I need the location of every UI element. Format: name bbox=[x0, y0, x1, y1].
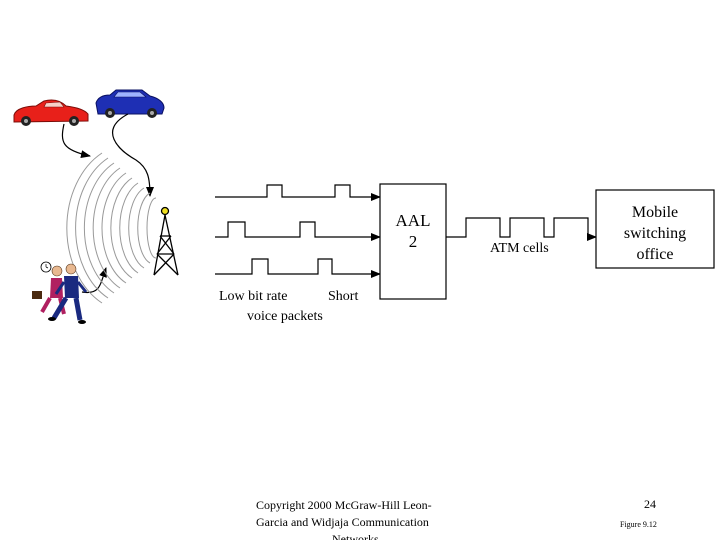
msc-block bbox=[595, 189, 715, 269]
packet-stream-1 bbox=[215, 184, 381, 201]
aal2-label-line1: AAL bbox=[395, 211, 431, 230]
short-label: Short bbox=[328, 289, 359, 304]
figure-label: Figure 9.12 bbox=[620, 520, 657, 529]
aal2-block bbox=[379, 183, 447, 300]
msc-label: Mobile switching office bbox=[596, 202, 714, 265]
msc-label-line2: switching bbox=[623, 225, 687, 242]
packet-stream-3 bbox=[215, 258, 381, 278]
voice-packets-label: voice packets bbox=[247, 309, 323, 324]
arrow-blue-car bbox=[112, 113, 154, 197]
atm-cells-stream bbox=[446, 217, 597, 241]
low-bit-rate-label: Low bit rate bbox=[219, 289, 288, 304]
running-people-icon bbox=[32, 261, 88, 324]
msc-label-line1: Mobile bbox=[631, 204, 679, 221]
msc-label-line3: office bbox=[636, 246, 674, 263]
radio-waves-icon bbox=[66, 152, 157, 304]
cell-tower-icon bbox=[153, 206, 179, 276]
blue-car-icon bbox=[95, 89, 165, 118]
copyright-line1: Copyright 2000 McGraw-Hill Leon- bbox=[256, 498, 432, 512]
aal2-label: AAL 2 bbox=[380, 210, 446, 252]
aal2-label-line2: 2 bbox=[408, 232, 418, 251]
copyright-line2: Garcia and Widjaja Communication bbox=[256, 515, 429, 529]
red-car-icon bbox=[13, 99, 89, 126]
copyright-line3: Networks bbox=[332, 532, 379, 540]
atm-cells-label: ATM cells bbox=[490, 241, 549, 256]
page-number: 24 bbox=[644, 497, 656, 511]
arrow-red-car bbox=[61, 123, 91, 159]
packet-stream-2 bbox=[215, 221, 381, 241]
